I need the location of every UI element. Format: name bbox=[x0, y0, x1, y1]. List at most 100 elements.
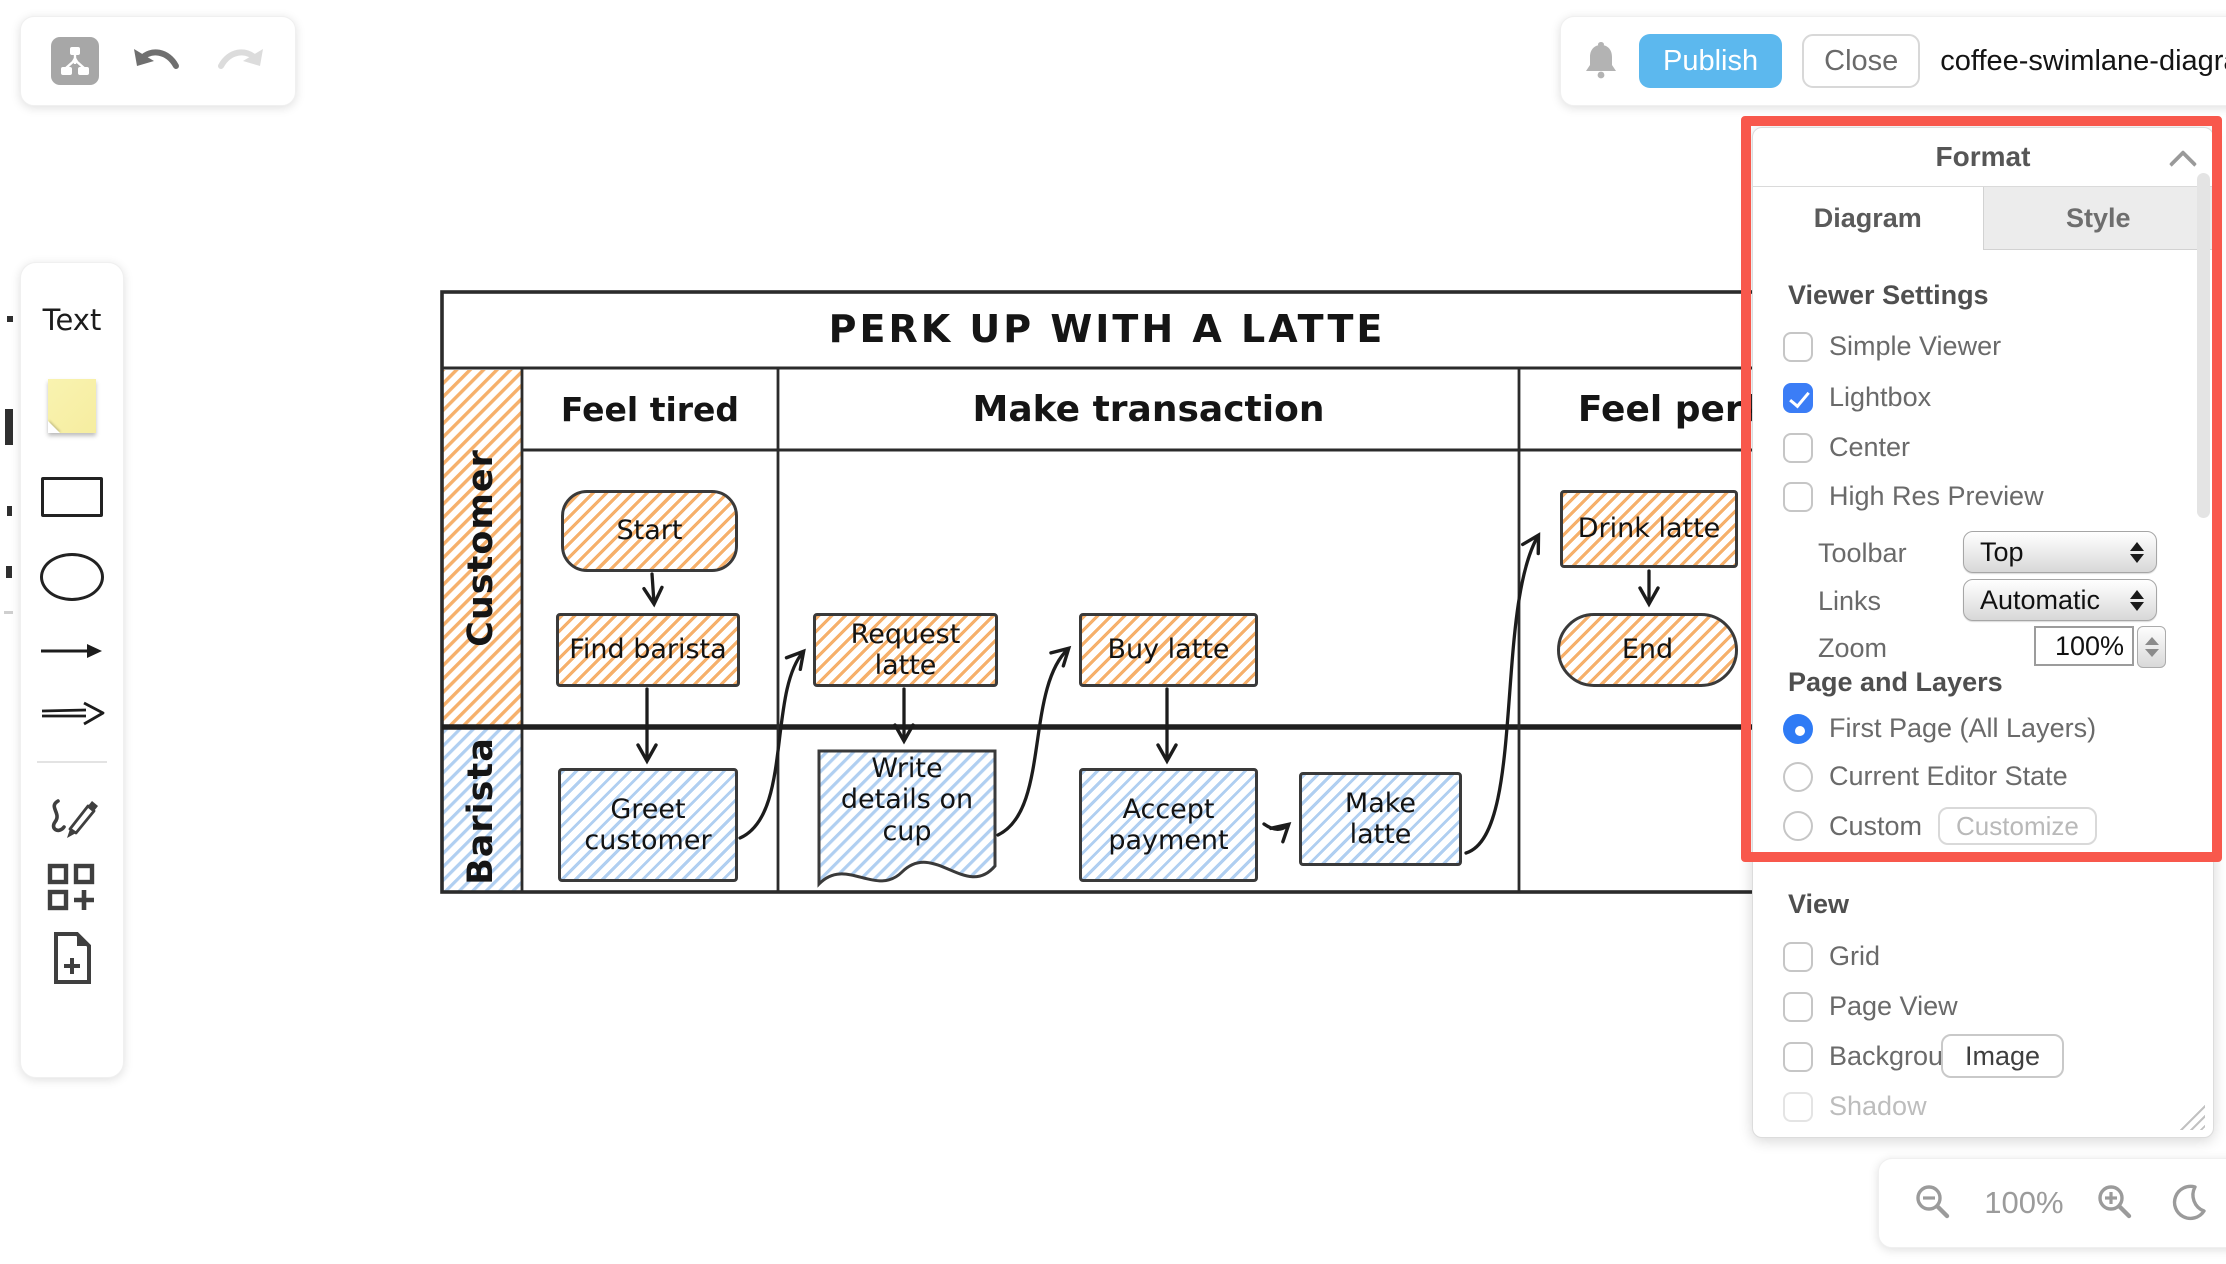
palette-arrow[interactable] bbox=[21, 641, 123, 661]
zoom-in-button[interactable] bbox=[2094, 1182, 2136, 1224]
document-toolbar: Publish Close coffee-swimlane-diagram bbox=[1560, 16, 2226, 106]
zoom-level: 100% bbox=[1984, 1185, 2064, 1220]
phase-make-transaction[interactable]: Make transaction bbox=[972, 388, 1325, 430]
palette-freehand[interactable] bbox=[21, 789, 123, 841]
customer-lane-strip bbox=[443, 370, 522, 727]
panel-resize-handle[interactable] bbox=[2179, 1104, 2205, 1130]
shapes-plus-icon bbox=[47, 863, 95, 911]
format-panel-header: Format bbox=[1753, 128, 2213, 187]
radio[interactable] bbox=[1783, 761, 1813, 792]
undo-button[interactable] bbox=[132, 46, 182, 76]
connectors bbox=[636, 532, 1660, 855]
flowchart-glyph bbox=[61, 47, 90, 75]
view-heading: View bbox=[1788, 889, 1850, 919]
node-accept-payment[interactable]: Accept payment bbox=[1079, 768, 1258, 882]
palette-new-page[interactable] bbox=[21, 931, 123, 985]
links-select[interactable]: Automatic bbox=[1963, 579, 2157, 621]
panel-scrollbar[interactable] bbox=[2197, 173, 2210, 518]
background-image-button[interactable]: Image bbox=[1941, 1034, 2065, 1078]
node-start[interactable]: Start bbox=[561, 490, 738, 572]
palette-rectangle[interactable] bbox=[21, 433, 123, 517]
checkbox[interactable] bbox=[1783, 481, 1813, 512]
option-custom[interactable]: Custom Customize bbox=[1783, 807, 2097, 845]
diagram-app-icon[interactable] bbox=[51, 37, 100, 85]
toolbar-field-label: Toolbar bbox=[1818, 538, 1907, 568]
node-drink-latte[interactable]: Drink latte bbox=[1560, 490, 1738, 568]
lane-barista[interactable]: Barista bbox=[461, 736, 501, 885]
format-panel-title: Format bbox=[1935, 141, 2031, 172]
document-shape bbox=[817, 749, 997, 888]
palette-divider bbox=[37, 761, 107, 763]
undo-icon bbox=[133, 49, 179, 69]
links-field-label: Links bbox=[1818, 586, 1882, 616]
pencil-scribble-icon bbox=[51, 799, 98, 838]
option-lightbox[interactable]: Lightbox bbox=[1783, 382, 1931, 413]
barista-lane-strip bbox=[443, 727, 522, 891]
palette-sticky-note[interactable] bbox=[21, 337, 123, 433]
page-and-layers-heading: Page and Layers bbox=[1788, 667, 2003, 697]
diagram-title[interactable]: PERK UP WITH A LATTE bbox=[828, 307, 1386, 351]
node-buy-latte[interactable]: Buy latte bbox=[1079, 613, 1258, 687]
editor-toolbar bbox=[20, 16, 296, 106]
lane-customer[interactable]: Customer bbox=[461, 448, 501, 647]
format-tabs: Diagram Style bbox=[1753, 187, 2213, 250]
checkbox[interactable] bbox=[1783, 991, 1813, 1022]
palette-ellipse[interactable] bbox=[21, 517, 123, 601]
option-high-res-preview[interactable]: High Res Preview bbox=[1783, 481, 2044, 512]
checkbox-disabled[interactable] bbox=[1783, 1091, 1813, 1122]
format-panel: Format Diagram Style Viewer Settings Sim… bbox=[1752, 127, 2214, 1138]
checkbox[interactable] bbox=[1783, 331, 1813, 362]
option-first-page[interactable]: First Page (All Layers) bbox=[1783, 713, 2096, 744]
viewer-settings-heading: Viewer Settings bbox=[1788, 280, 1989, 310]
dark-mode-button[interactable] bbox=[2166, 1181, 2210, 1225]
rectangle-icon bbox=[41, 477, 103, 517]
option-page-view[interactable]: Page View bbox=[1783, 991, 1958, 1022]
notifications-button[interactable] bbox=[1583, 41, 1619, 81]
select-arrows-icon bbox=[2130, 541, 2144, 563]
option-grid[interactable]: Grid bbox=[1783, 941, 1880, 972]
zoom-stepper[interactable] bbox=[2137, 626, 2166, 668]
palette-block-arrow[interactable] bbox=[21, 701, 123, 727]
zoom-out-button[interactable] bbox=[1912, 1182, 1954, 1224]
publish-button[interactable]: Publish bbox=[1639, 34, 1783, 88]
toolbar-select[interactable]: Top bbox=[1963, 531, 2157, 573]
node-request-latte[interactable]: Request latte bbox=[813, 613, 998, 687]
option-current-editor-state[interactable]: Current Editor State bbox=[1783, 761, 2068, 792]
option-shadow[interactable]: Shadow bbox=[1783, 1091, 1927, 1122]
radio-selected[interactable] bbox=[1783, 713, 1813, 744]
customize-button[interactable]: Customize bbox=[1938, 807, 2097, 845]
sticky-note-icon bbox=[48, 379, 96, 433]
zoom-input[interactable] bbox=[2034, 626, 2134, 666]
palette-text-tool[interactable]: Text bbox=[42, 303, 102, 337]
zoom-out-icon bbox=[1916, 1185, 1950, 1219]
node-find-barista[interactable]: Find barista bbox=[556, 613, 740, 687]
collapse-panel-icon[interactable] bbox=[2168, 149, 2198, 179]
radio[interactable] bbox=[1783, 811, 1813, 841]
stepper-down-icon bbox=[2144, 649, 2159, 657]
option-simple-viewer[interactable]: Simple Viewer bbox=[1783, 331, 2001, 362]
node-end[interactable]: End bbox=[1557, 613, 1738, 687]
bell-icon bbox=[1586, 42, 1616, 79]
checkbox[interactable] bbox=[1783, 1041, 1813, 1072]
stepper-up-icon bbox=[2144, 637, 2159, 645]
node-write-details[interactable]: Write details on cup bbox=[840, 753, 974, 847]
swimlane-grid bbox=[440, 290, 1900, 894]
block-arrow-icon bbox=[41, 701, 105, 726]
redo-button[interactable] bbox=[215, 46, 265, 76]
zoom-field-label: Zoom bbox=[1818, 633, 1888, 663]
redo-icon bbox=[217, 49, 263, 69]
phase-feel-tired[interactable]: Feel tired bbox=[560, 389, 740, 429]
document-title: coffee-swimlane-diagram bbox=[1940, 44, 2226, 77]
moon-icon bbox=[2172, 1184, 2206, 1221]
node-greet-customer[interactable]: Greet customer bbox=[558, 768, 738, 882]
option-center[interactable]: Center bbox=[1783, 432, 1910, 463]
close-button[interactable]: Close bbox=[1802, 34, 1921, 88]
checkbox[interactable] bbox=[1783, 941, 1813, 972]
palette-more-shapes[interactable] bbox=[21, 863, 123, 913]
node-make-latte[interactable]: Make latte bbox=[1299, 772, 1462, 866]
checkbox-checked[interactable] bbox=[1783, 382, 1813, 413]
tab-style[interactable]: Style bbox=[1982, 187, 2213, 250]
tab-diagram[interactable]: Diagram bbox=[1813, 203, 1922, 233]
checkbox[interactable] bbox=[1783, 432, 1813, 463]
